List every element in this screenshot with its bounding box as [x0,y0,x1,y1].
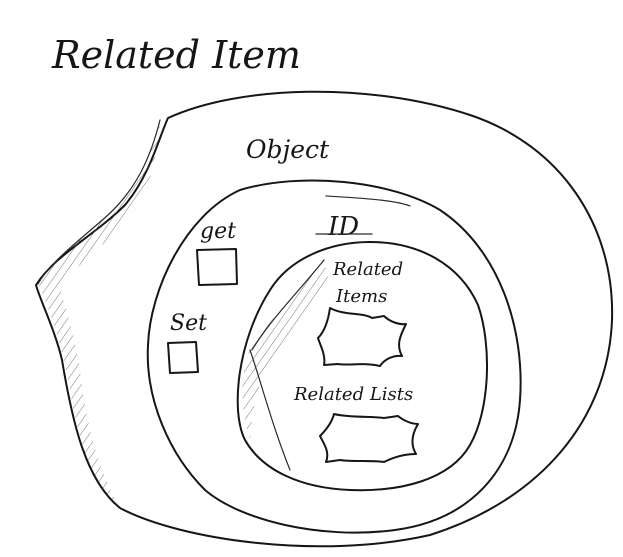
set-box [167,341,199,374]
related-items-shape [317,307,407,367]
label-related-items-line1: Related [332,259,403,280]
inner-hatch-edge [251,259,325,351]
middle-region [146,179,522,534]
label-object: Object [246,135,330,164]
inner-divider [249,349,291,471]
outer-hatch [38,120,160,508]
middle-region-tail [325,195,411,207]
label-related-items-line2: Items [335,286,387,307]
inner-hatch [242,260,328,440]
label-set: Set [170,311,207,336]
diagram-title: Related Item [51,33,301,77]
label-get: get [200,219,236,244]
label-related-lists: Related Lists [293,384,413,405]
related-lists-shape [319,413,419,463]
label-id: ID [327,212,359,242]
get-box [196,248,238,286]
inner-region [236,241,488,492]
outer-hatch-edge [37,119,161,285]
